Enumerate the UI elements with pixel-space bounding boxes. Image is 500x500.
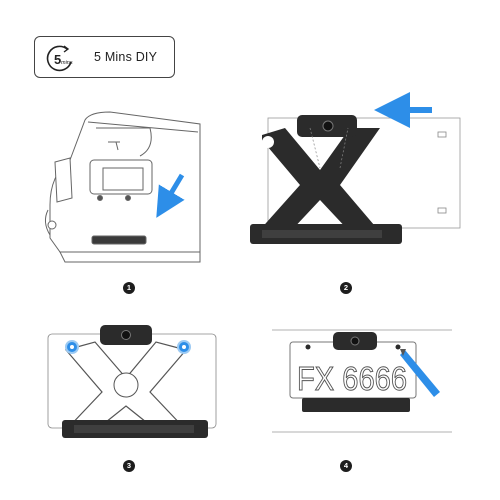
step-number-2: 2 [340,282,352,294]
license-plate-text: FX 6666 [297,360,407,397]
step-number-4: 4 [340,460,352,472]
diy-time-badge: 5 mins 5 Mins DIY [34,36,175,78]
step2-frame-illustration [250,115,461,244]
badge-label: 5 Mins DIY [94,50,158,64]
badge-unit: mins [61,60,73,66]
step4-plate-illustration: FX 6666 [272,329,452,433]
step-number-1: 1 [123,282,135,294]
step1-arrow [156,173,185,218]
clock-arrow-icon: 5 mins [46,45,73,72]
step3-frame-illustration [47,325,217,438]
badge-number: 5 [54,52,61,67]
step-number-3: 3 [123,460,135,472]
